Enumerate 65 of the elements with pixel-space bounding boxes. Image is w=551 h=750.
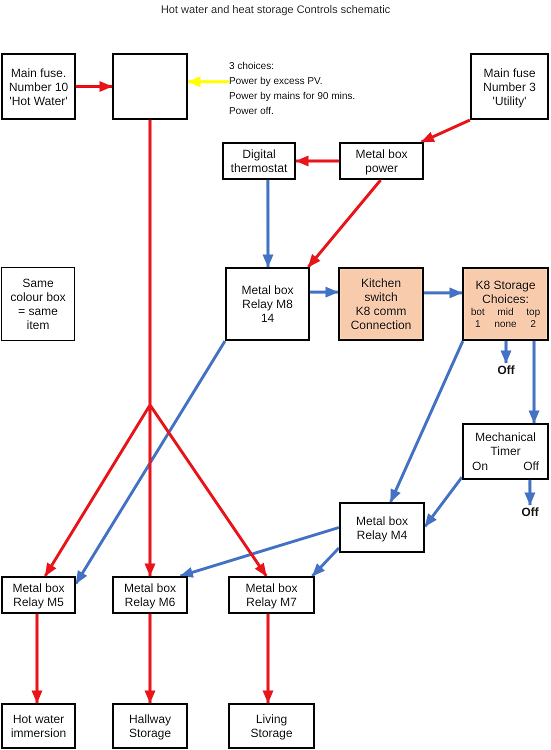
arrow — [180, 526, 340, 578]
arrow — [310, 286, 338, 298]
arrow — [307, 179, 382, 268]
heater-box — [112, 703, 188, 749]
arrow — [424, 476, 464, 528]
arrow — [76, 81, 112, 92]
choice-label: top 2 — [526, 306, 540, 330]
box-label: Metal box Relay M7 — [244, 581, 299, 609]
box-label: Hallway Storage — [128, 712, 172, 740]
relay-box — [112, 576, 188, 614]
box-label: Same colour box = same item — [9, 276, 67, 332]
arrow — [424, 287, 462, 298]
box-label: Kitchen switch — [360, 276, 402, 304]
box-label: Metal box Relay M8 14 — [240, 283, 295, 325]
box-label: K8 Storage Choices: — [474, 278, 537, 306]
arrow — [528, 341, 540, 424]
arrow — [32, 614, 42, 704]
box-label: Metal box Relay M6 — [122, 581, 178, 609]
arrow — [296, 156, 339, 166]
note-box — [1, 267, 75, 341]
box-label: K8 comm Connection — [350, 304, 412, 332]
note-text: Power by mains for 90 mins. — [229, 90, 356, 104]
arrow — [500, 341, 512, 364]
thermostat-box — [222, 142, 296, 180]
box-label: Digital thermostat — [230, 147, 288, 175]
arrow — [188, 76, 229, 88]
arrow — [144, 614, 156, 704]
note-text: Power off. — [229, 105, 274, 119]
timer-box — [462, 423, 549, 480]
heater-box — [1, 703, 76, 749]
box-label: Metal box power — [354, 147, 409, 175]
choice-label: mid none — [494, 306, 517, 330]
option-label: Off — [523, 459, 539, 473]
box-label: Main fuse Number 3 'Utility' — [482, 66, 537, 108]
fuse-box — [470, 53, 549, 120]
choice-box — [462, 267, 549, 341]
power-box — [339, 142, 424, 180]
option-label: On — [472, 459, 488, 473]
relay-box — [339, 502, 425, 553]
box-label: Main fuse. Number 10 'Hot Water' — [8, 66, 70, 108]
arrow — [524, 480, 536, 506]
arrow — [420, 118, 471, 144]
relay-box — [225, 267, 310, 341]
arrow — [311, 546, 340, 578]
switch-box — [338, 267, 424, 341]
arrow — [389, 340, 464, 503]
diagram-title: Hot water and heat storage Controls schematic — [160, 4, 390, 17]
heater-box — [228, 703, 315, 749]
relay-box — [228, 576, 315, 614]
arrow — [262, 180, 274, 268]
box-label: Metal box Relay M5 — [11, 581, 66, 609]
box-label: Metal box Relay M4 — [354, 514, 410, 542]
note-text: 3 choices: — [229, 60, 274, 74]
arrow — [262, 614, 274, 704]
box-label: Mechanical Timer — [474, 430, 537, 458]
empty-box — [112, 53, 188, 120]
arrow — [74, 340, 226, 584]
box-label: Living Storage — [249, 712, 294, 740]
box-label: Hot water immersion — [10, 712, 68, 740]
relay-box — [1, 576, 76, 614]
state-label: Off — [521, 505, 539, 520]
choice-label: bot 1 — [470, 306, 485, 330]
state-label: Off — [497, 363, 515, 378]
note-text: Power by excess PV. — [229, 75, 323, 89]
fuse-box — [1, 53, 76, 120]
